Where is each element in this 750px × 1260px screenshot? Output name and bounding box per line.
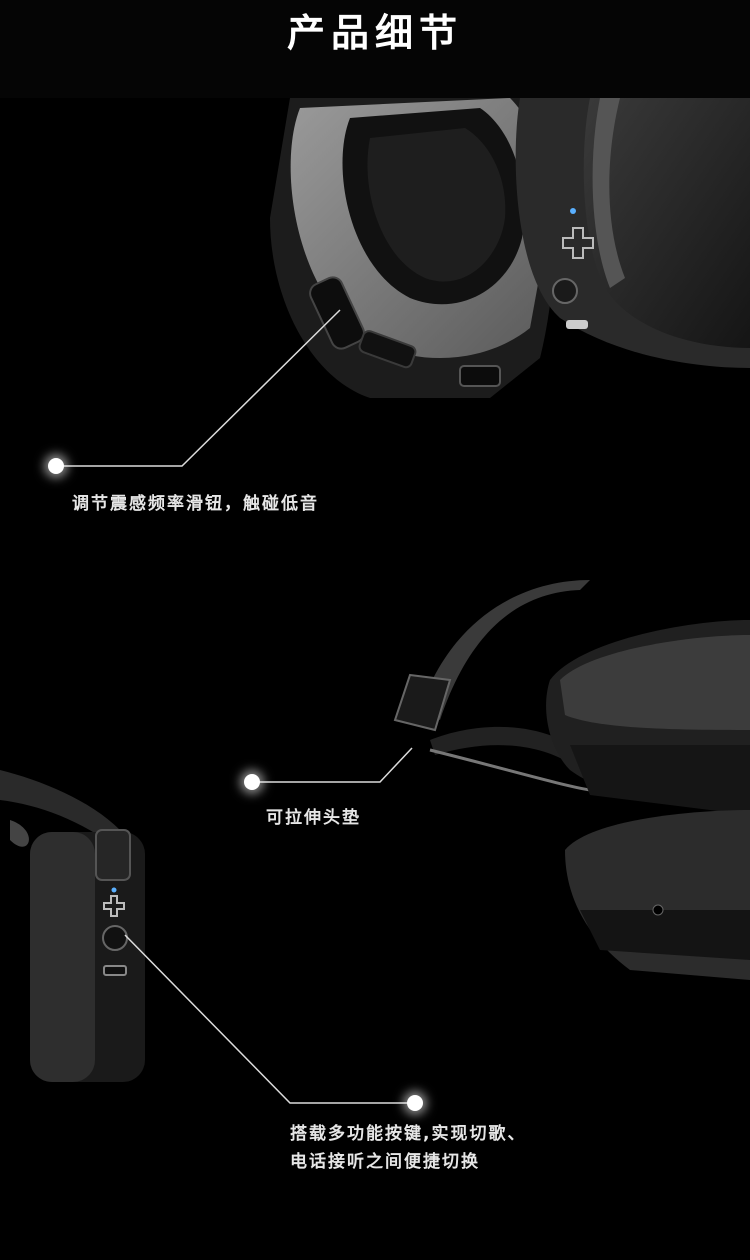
callout-button-line-2: 电话接听之间便捷切换 [290,1152,480,1172]
leader-line-button [124,934,415,1104]
earcup-buttons-photo [0,770,160,1090]
page-title: 产品细节 [286,11,463,55]
callout-button-caption: 搭载多功能按键,实现切歌、 电话接听之间便捷切换 [290,1120,526,1176]
callout-button-line-1: 搭载多功能按键,实现切歌、 [290,1124,527,1144]
headband-photo [390,580,750,980]
callout-dot-slider [48,458,64,474]
callout-headband-caption: 可拉伸头垫 [266,808,361,828]
title-band: 产品细节 [0,0,750,98]
callout-dot-headband [244,774,260,790]
leader-line-slider [56,309,341,467]
callout-dot-button [407,1095,423,1111]
leader-line-headband [252,747,413,783]
callout-slider-caption: 调节震感频率滑钮，触碰低音 [72,494,319,514]
headphone-earcup-photo [260,98,750,408]
